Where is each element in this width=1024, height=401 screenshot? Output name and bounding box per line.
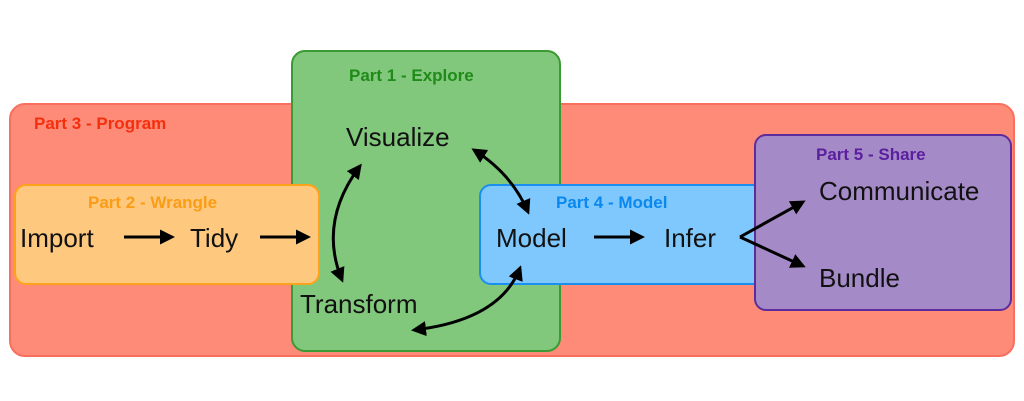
part-3-program-label: Part 3 - Program [34, 114, 167, 133]
node-visualize: Visualize [346, 122, 450, 152]
node-infer: Infer [664, 223, 717, 253]
node-import: Import [20, 223, 94, 253]
part-4-model-label: Part 4 - Model [556, 193, 668, 212]
arrow-infer-communicate [739, 200, 806, 239]
arrow-visualize-transform [330, 163, 362, 283]
part-2-wrangle-label: Part 2 - Wrangle [88, 193, 218, 212]
part-5-share-label: Part 5 - Share [816, 145, 926, 164]
part-5-share-box [754, 134, 1012, 311]
node-tidy: Tidy [190, 223, 239, 253]
arrow-infer-bundle [739, 235, 806, 268]
node-bundle: Bundle [819, 263, 900, 293]
part-1-explore-label: Part 1 - Explore [349, 66, 474, 85]
arrow-visualize-model [471, 148, 531, 215]
node-model: Model [496, 223, 567, 253]
arrow-model-transform [411, 265, 523, 337]
node-transform: Transform [300, 289, 418, 319]
node-communicate: Communicate [819, 176, 980, 206]
